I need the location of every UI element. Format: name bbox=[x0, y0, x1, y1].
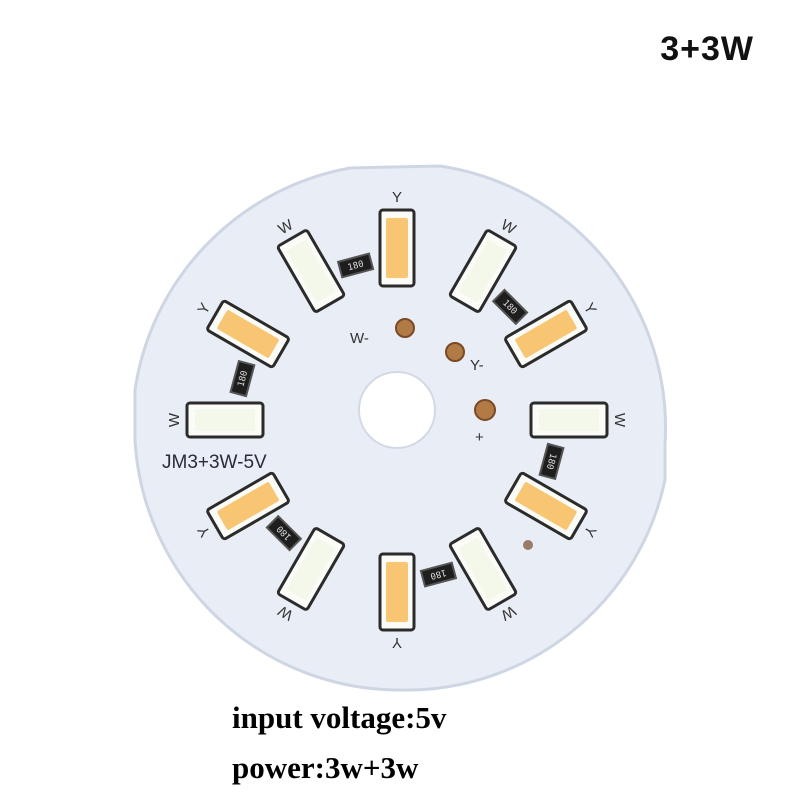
smd-resistor: 180 bbox=[491, 288, 529, 326]
led-letter: W bbox=[166, 412, 183, 427]
led-white: W bbox=[448, 216, 519, 313]
smd-resistor: 180 bbox=[336, 252, 375, 279]
led-letter: Y bbox=[392, 189, 402, 206]
test-point bbox=[523, 540, 533, 550]
resistor-code: 180 bbox=[429, 567, 447, 581]
smd-resistor: 180 bbox=[538, 442, 565, 481]
resistor-code: 180 bbox=[236, 370, 250, 388]
resistor-code: 180 bbox=[347, 259, 365, 273]
led-letter: W bbox=[611, 413, 628, 428]
center-mounting-hole bbox=[358, 371, 436, 449]
led-yellow: Y bbox=[504, 471, 600, 541]
smd-resistor: 180 bbox=[265, 514, 303, 552]
pad-yellow-minus: Y- bbox=[445, 342, 484, 374]
smd-resistor: 180 bbox=[229, 359, 256, 398]
board-model-label: JM3+3W-5V bbox=[162, 452, 267, 473]
resistor-code: 180 bbox=[544, 452, 558, 470]
led-yellow: Y bbox=[194, 471, 290, 541]
power-badge: 3+3W bbox=[660, 30, 754, 68]
pad-white-minus: W- bbox=[350, 318, 415, 347]
svg-text:W-: W- bbox=[350, 330, 369, 347]
led-white: W bbox=[529, 401, 628, 439]
led-yellow: Y bbox=[504, 299, 600, 369]
pad-plus: + bbox=[474, 399, 496, 446]
input-voltage-text: input voltage:5v bbox=[232, 700, 447, 735]
svg-text:+: + bbox=[475, 429, 484, 446]
led-white: W bbox=[275, 216, 346, 313]
smd-resistor: 180 bbox=[419, 561, 458, 588]
power-text: power:3w+3w bbox=[232, 750, 419, 785]
led-yellow: Y bbox=[194, 299, 290, 369]
led-yellow: Y bbox=[378, 189, 416, 288]
svg-text:Y-: Y- bbox=[470, 357, 484, 374]
led-letter: Y bbox=[392, 634, 402, 651]
led-white: W bbox=[166, 401, 265, 439]
led-yellow: Y bbox=[378, 552, 416, 651]
resistor-group: 180 180 180 180 180 180 bbox=[229, 252, 565, 588]
